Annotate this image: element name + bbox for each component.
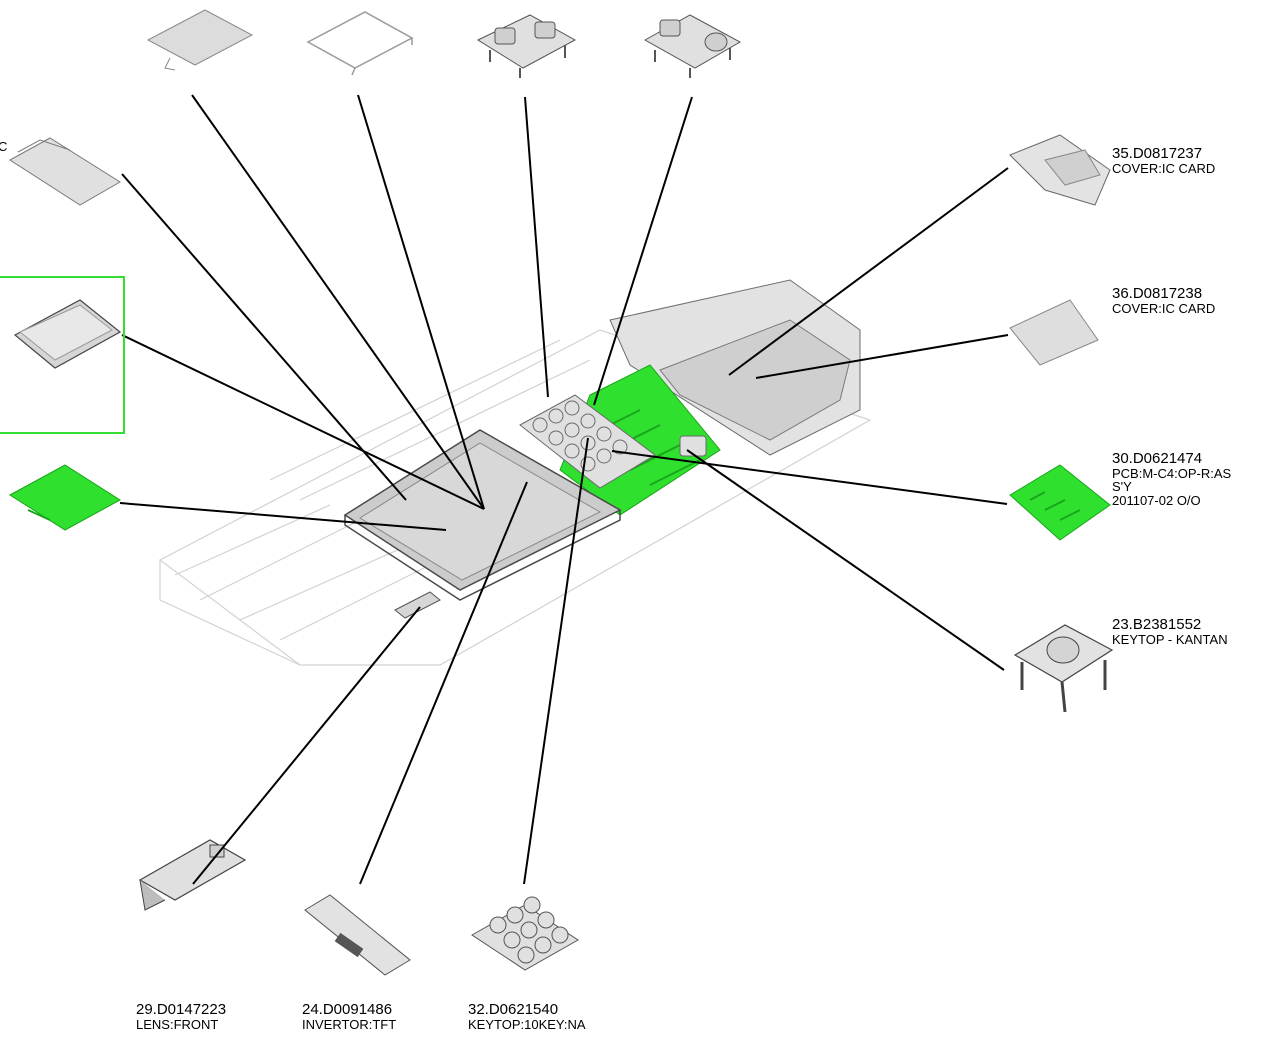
label-part-24[interactable]: 24.D0091486 INVERTOR:TFT: [302, 1002, 396, 1031]
part-description-line4: 201107-02 O/O: [1112, 493, 1201, 509]
label-cut-left: C: [0, 139, 8, 154]
part-right-cover-36: [1009, 299, 1099, 366]
part-top-sheet: [146, 9, 254, 71]
part-number: 23.B2381552: [1112, 616, 1202, 633]
part-description: INVERTOR:TFT: [302, 1016, 397, 1032]
part-right-pcb-30: [1009, 464, 1111, 541]
part-right-cover-35: [1009, 134, 1111, 206]
part-right-keytop-23: [1013, 624, 1114, 713]
label-part-23[interactable]: 23.B2381552 KEYTOP - KANTAN: [1112, 617, 1228, 646]
part-description: PCB:M-C4:OP-R:AS: [1112, 465, 1232, 481]
part-bottom-invertor-24: [304, 894, 411, 976]
part-number: 35.D0817237: [1112, 145, 1203, 162]
label-part-35[interactable]: 35.D0817237 COVER:IC CARD: [1112, 146, 1215, 175]
base-housing-ghost: [158, 329, 872, 666]
label-part-36[interactable]: 36.D0817238 COVER:IC CARD: [1112, 286, 1215, 315]
tft-panel: [343, 429, 622, 601]
part-number: 24.D0091486: [302, 1001, 393, 1018]
part-bottom-keytop-32: [471, 896, 579, 971]
selected-part-highlight[interactable]: [0, 276, 125, 434]
part-number: 32.D0621540: [468, 1001, 559, 1018]
part-number: 29.D0147223: [136, 1001, 227, 1018]
front-lens-in-place: [394, 591, 441, 619]
part-description-line3: S'Y: [1112, 479, 1132, 495]
part-description: COVER:IC CARD: [1112, 300, 1216, 316]
leader-lines: [119, 94, 1009, 885]
part-left-pcb: [9, 464, 121, 531]
part-top-frame: [306, 11, 414, 76]
part-number: 30.D0621474: [1112, 450, 1203, 467]
part-left-card-cover: [13, 299, 122, 369]
part-bottom-lens-29: [138, 839, 247, 911]
part-description: LENS:FRONT: [136, 1016, 219, 1032]
label-part-32[interactable]: 32.D0621540 KEYTOP:10KEY:NA: [468, 1002, 586, 1031]
part-left-cover-cut: [9, 137, 121, 206]
part-top-keytop-round: [643, 14, 742, 78]
label-part-29[interactable]: 29.D0147223 LENS:FRONT: [136, 1002, 226, 1031]
part-description: KEYTOP:10KEY:NA: [468, 1016, 586, 1032]
part-description: COVER:IC CARD: [1112, 160, 1216, 176]
label-part-30[interactable]: 30.D0621474 PCB:M-C4:OP-R:AS S'Y 201107-…: [1112, 451, 1231, 508]
part-top-keytop-double: [476, 14, 577, 78]
part-number: 36.D0817238: [1112, 285, 1203, 302]
part-description: KEYTOP - KANTAN: [1112, 631, 1228, 647]
